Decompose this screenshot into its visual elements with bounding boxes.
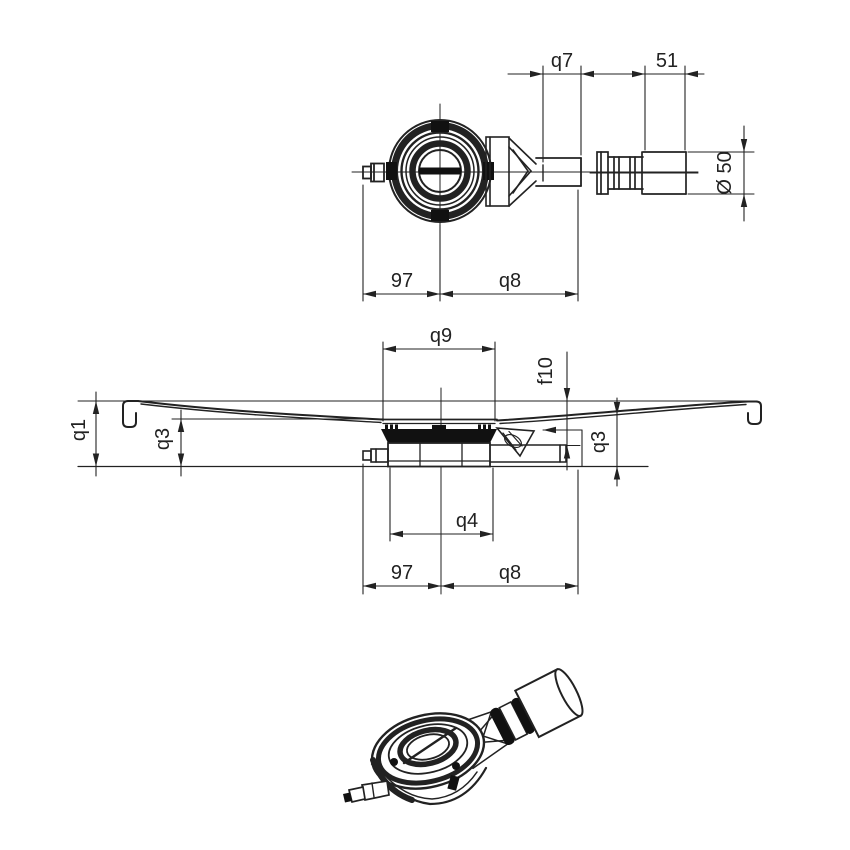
hose-nipple-top-view [362,162,385,183]
outlet-cone-top-view [485,136,537,207]
dim-label-q4: q4 [456,510,478,532]
dimension-q1 [92,391,100,477]
isometric-view-trap [343,668,584,806]
dim-label-q3-left: q3 [152,428,174,450]
dim-label-dia50: Ø 50 [714,151,736,194]
dim-label-97-section: 97 [391,562,413,584]
dimension-q9 [382,341,496,422]
grate-slot-marks [385,424,491,430]
drain-trap-section [380,418,498,468]
dim-label-q8-top: q8 [499,270,521,292]
tray-profile [122,400,762,428]
dim-label-q1: q1 [68,419,90,441]
dim-label-q9: q9 [430,325,452,347]
dimension-dia50 [687,125,755,222]
dim-label-q7: q7 [551,50,573,72]
iso-body [370,712,486,790]
dimension-97-q8-top [362,184,579,302]
pipe-connector [589,151,699,195]
dimension-q3-right [542,397,641,487]
seal-ring [381,429,497,443]
dim-label-51: 51 [656,50,678,72]
dim-label-f10: f10 [535,357,557,385]
dim-label-97-top: 97 [391,270,413,292]
outlet-pipe-section [489,427,581,463]
dimension-f10 [563,351,571,471]
iso-outlet-pipe [450,668,584,770]
dim-label-q3-right: q3 [588,431,610,453]
dimension-q4 [389,467,494,542]
dim-label-q8-section: q8 [499,562,521,584]
hose-nipple-section [362,448,389,463]
dimension-q3-left [171,409,384,477]
section-view-tray: q9 f10 q1 q3 [68,325,762,595]
top-view-drain: q7 51 Ø 50 97 q8 [351,50,755,302]
iso-hose-nipple [343,780,390,804]
dimension-q7-51 [507,65,705,163]
dimension-97-q8-section [362,463,579,595]
